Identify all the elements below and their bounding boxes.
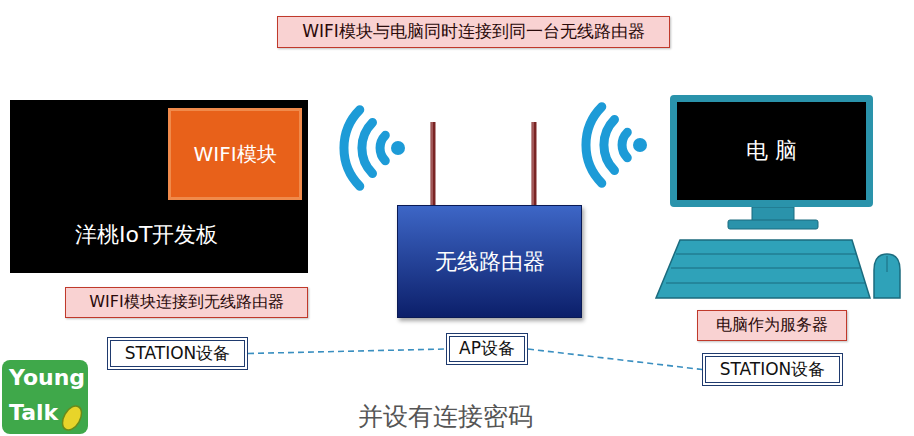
- wifi-arc: [604, 120, 615, 171]
- mouse: [874, 254, 900, 298]
- antenna: [532, 122, 537, 206]
- node-text: WIFI模块连接到无线路由器: [89, 293, 283, 311]
- title: WIFI模块与电脑同时连接到同一台无线路由器: [302, 22, 645, 42]
- keyboard: [656, 240, 870, 298]
- key-row: [671, 268, 861, 269]
- keyboard-keys: [666, 254, 865, 283]
- wifi-signal: [344, 110, 385, 186]
- wifi-dot: [633, 138, 647, 152]
- wifi-arc: [344, 110, 360, 186]
- logo-leaf: [59, 403, 86, 434]
- dev-board: 洋桃IoT开发板 WIFI模块: [10, 100, 308, 273]
- node-text: 电 脑: [746, 138, 797, 163]
- node-text: AP设备: [459, 339, 515, 359]
- monitor-neck: [752, 207, 794, 221]
- monitor-base: [728, 220, 818, 229]
- mouse-button: [887, 256, 888, 272]
- node-text: WIFI模块: [193, 143, 276, 166]
- antenna-highlight: [432, 122, 433, 206]
- wifi-module: WIFI模块: [168, 108, 302, 200]
- node-text: 洋桃IoT开发板: [75, 222, 218, 247]
- antenna: [431, 122, 436, 206]
- dashed-link: [528, 349, 702, 370]
- note-box: 电脑作为服务器: [697, 310, 847, 341]
- node-text: 电脑作为服务器: [716, 316, 828, 334]
- wifi-arc: [586, 107, 602, 183]
- monitor-screen: 电 脑: [670, 95, 873, 207]
- note-box: WIFI模块连接到无线路由器: [65, 287, 308, 318]
- wifi-arc: [380, 135, 385, 160]
- role-box: STATION设备: [107, 337, 248, 370]
- node-text: 无线路由器: [435, 249, 545, 274]
- key-row: [666, 283, 865, 284]
- logo-badge: [2, 360, 88, 434]
- antenna-highlight: [533, 122, 534, 206]
- logo-text: Young: [9, 366, 85, 390]
- wifi-dot: [391, 141, 405, 155]
- role-box: STATION设备: [702, 353, 843, 386]
- wifi-arc: [362, 123, 373, 174]
- title-box: WIFI模块与电脑同时连接到同一台无线路由器: [277, 16, 670, 48]
- node-text: STATION设备: [720, 360, 826, 380]
- node-text: STATION设备: [125, 344, 231, 364]
- subtitle: 并设有连接密码: [358, 403, 533, 432]
- wifi-signal: [586, 107, 627, 183]
- key-row: [676, 254, 856, 255]
- router-box: 无线路由器: [397, 205, 582, 318]
- logo-text: Talk: [9, 401, 58, 425]
- wifi-arc: [622, 132, 627, 157]
- role-box: AP设备: [446, 333, 528, 365]
- dashed-link: [248, 349, 446, 354]
